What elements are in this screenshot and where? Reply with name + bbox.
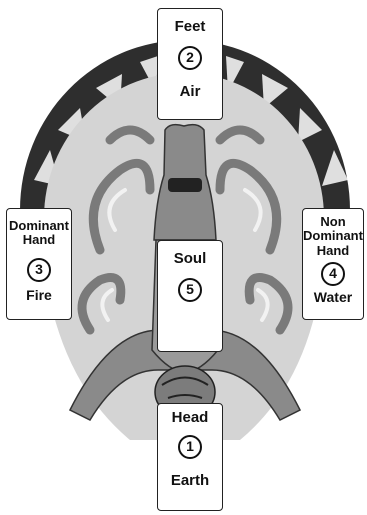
card-feet-title: Feet [175, 19, 206, 36]
card-feet-element: Air [180, 84, 201, 101]
card-head-number: 1 [186, 439, 194, 454]
card-soul-number-badge: 5 [178, 278, 202, 302]
card-feet: Feet 2 Air [157, 8, 223, 120]
card-head: Head 1 Earth [157, 403, 223, 511]
card-dominant-number: 3 [35, 262, 43, 277]
card-non-dominant-number: 4 [329, 266, 337, 281]
card-non-dominant-title-line2: Dominant [303, 229, 363, 243]
ankle-binding [168, 178, 202, 192]
card-non-dominant-hand: Non Dominant Hand 4 Water [302, 208, 364, 320]
card-feet-number: 2 [186, 50, 194, 65]
card-soul-number: 5 [186, 282, 194, 297]
card-dominant-title-line2: Hand [23, 233, 56, 247]
card-soul-title: Soul [174, 251, 207, 268]
card-non-dominant-element: Water [314, 290, 352, 305]
card-non-dominant-title-line1: Non [320, 215, 345, 229]
card-dominant-title-line1: Dominant [9, 219, 69, 233]
card-head-number-badge: 1 [178, 435, 202, 459]
card-non-dominant-title-line3: Hand [317, 244, 350, 258]
card-non-dominant-number-badge: 4 [321, 262, 345, 286]
card-dominant-number-badge: 3 [27, 258, 51, 282]
card-soul: Soul 5 [157, 240, 223, 352]
card-head-title: Head [172, 410, 209, 427]
card-head-element: Earth [171, 473, 209, 490]
card-dominant-element: Fire [26, 288, 52, 303]
card-dominant-hand: Dominant Hand 3 Fire [6, 208, 72, 320]
card-feet-number-badge: 2 [178, 46, 202, 70]
